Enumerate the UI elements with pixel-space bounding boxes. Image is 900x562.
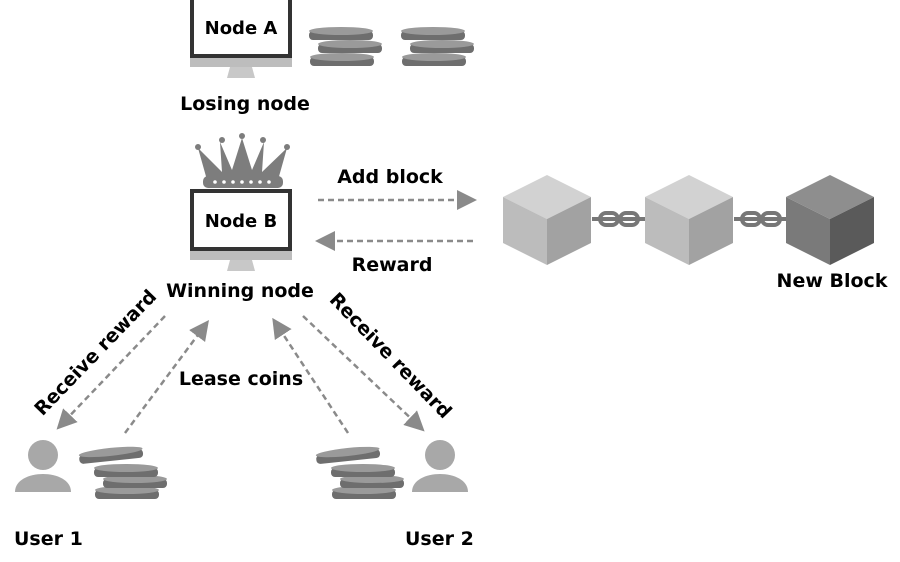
- new-block-label: New Block: [777, 270, 888, 292]
- user-2-coins-icon: [315, 444, 404, 499]
- receive-reward-arrow-left: [56, 315, 166, 430]
- chain-link-icon: [732, 211, 790, 227]
- add-block-label: Add block: [337, 166, 443, 188]
- lease-coins-arrow-left: [123, 319, 209, 434]
- user-2-icon: [412, 440, 468, 492]
- node-a-monitor: Node A: [188, 0, 294, 80]
- losing-node-caption: Losing node: [180, 93, 310, 115]
- user-1-label: User 1: [14, 528, 83, 550]
- lease-coins-label: Lease coins: [179, 368, 303, 390]
- user-1-coins-icon: [78, 444, 167, 499]
- block-icon: [645, 175, 733, 265]
- reward-label: Reward: [352, 254, 433, 276]
- new-block-icon: [786, 175, 874, 265]
- node-a-coins-icon: [309, 27, 474, 66]
- chain-link-icon: [590, 211, 648, 227]
- node-b-label: Node B: [205, 211, 278, 232]
- blockchain: [503, 175, 874, 265]
- crown-icon: [195, 133, 290, 188]
- node-a-label: Node A: [205, 18, 278, 39]
- lease-coins-arrow-right: [272, 317, 350, 434]
- receive-reward-arrow-right: [302, 315, 425, 432]
- receive-reward-left-label: Receive reward: [30, 286, 161, 420]
- block-icon: [503, 175, 591, 265]
- winning-node-caption: Winning node: [166, 280, 314, 302]
- user-1-icon: [15, 440, 71, 492]
- receive-reward-right-label: Receive reward: [325, 289, 456, 423]
- node-b-monitor: Node B: [188, 189, 294, 273]
- user-2-label: User 2: [405, 528, 474, 550]
